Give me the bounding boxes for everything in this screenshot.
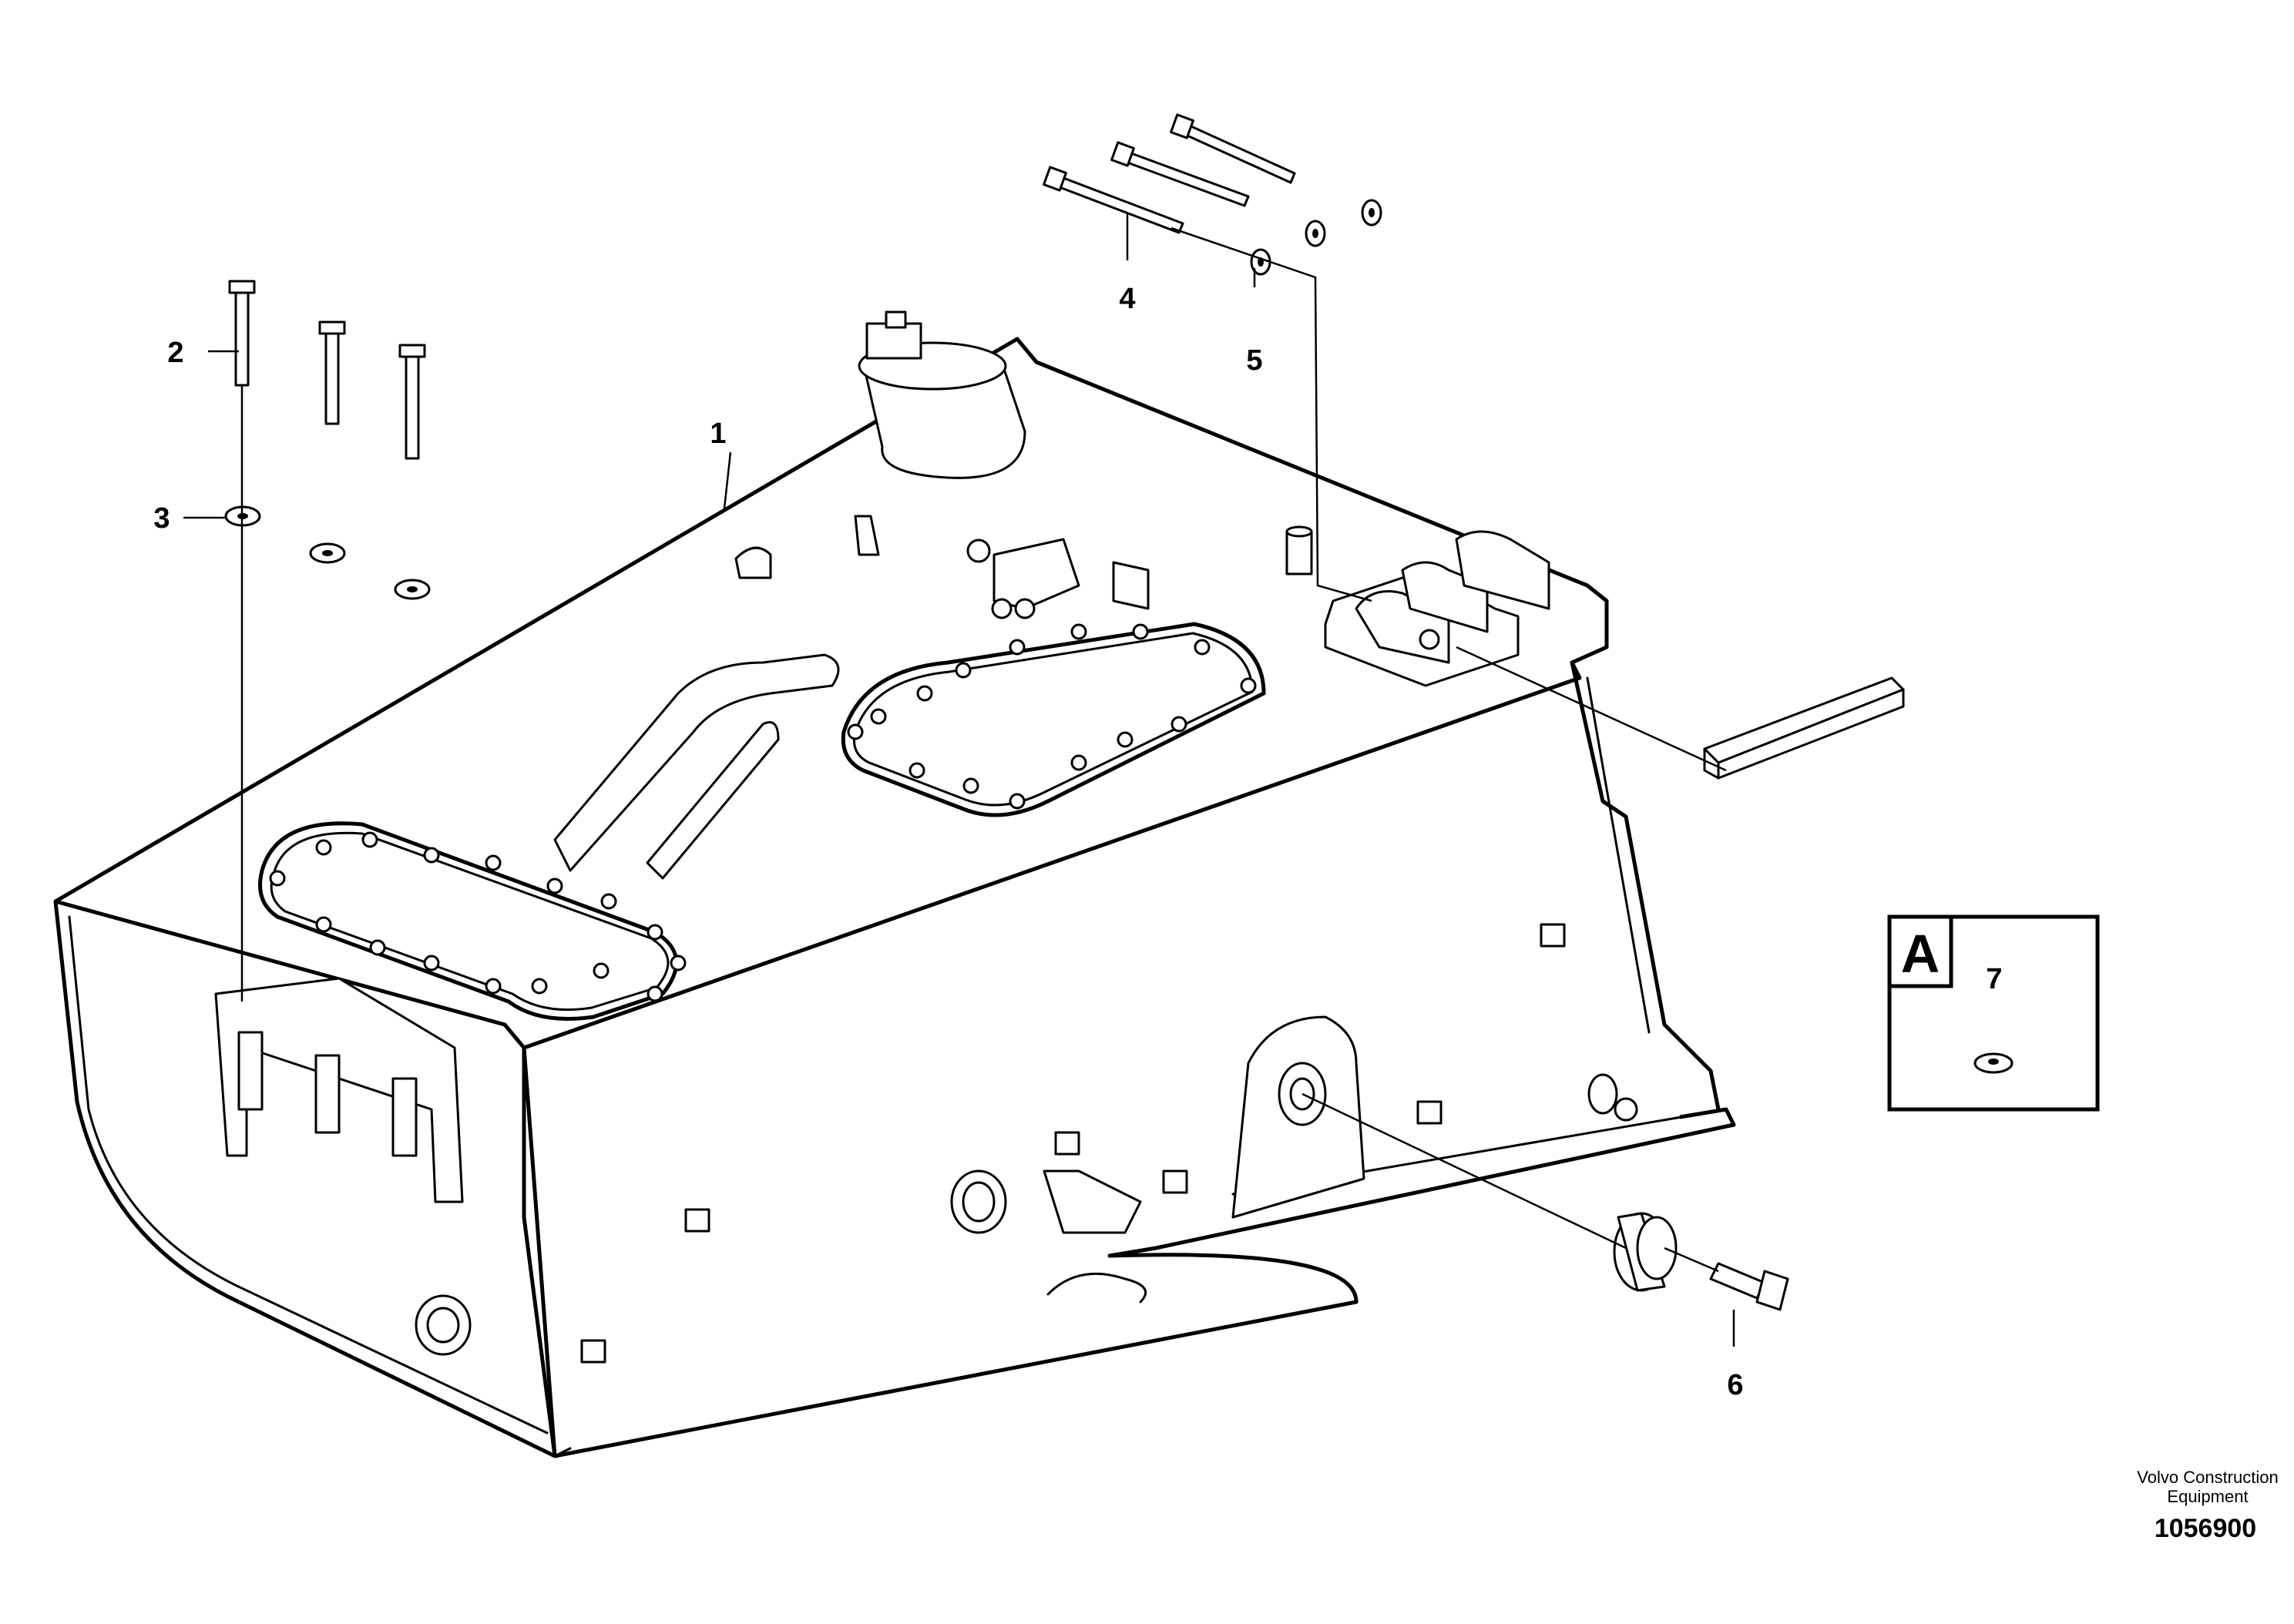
hinge-block <box>1324 530 1550 687</box>
access-cover-left <box>258 821 679 1021</box>
bolt-set-left <box>228 280 426 460</box>
callout-5: 5 <box>1246 344 1262 377</box>
callouts: 1 2 3 4 5 6 <box>153 283 1743 1401</box>
weld-nuts <box>580 923 1566 1364</box>
bolt-set-top <box>1043 113 1296 234</box>
filler-neck <box>858 310 1026 479</box>
credit-line-1: Volvo Construction <box>2137 1468 2278 1487</box>
footer: Volvo Construction Equipment 1056900 <box>2137 1468 2278 1543</box>
drawing-number: 1056900 <box>2155 1514 2256 1543</box>
washer-set-top <box>1250 199 1382 276</box>
top-fittings <box>734 515 1313 619</box>
callout-4: 4 <box>1119 283 1135 315</box>
credit-line-2: Equipment <box>2167 1487 2248 1506</box>
callout-2: 2 <box>167 337 183 369</box>
handle-bracket <box>214 977 464 1203</box>
detail-box-a: A 7 <box>1887 914 2100 1112</box>
callout-3: 3 <box>153 502 170 535</box>
washer-set-left <box>224 505 431 600</box>
tank-body <box>53 337 1736 1458</box>
callout-1: 1 <box>710 418 726 450</box>
mount-pad <box>415 1015 1638 1356</box>
rubber-mount <box>1613 1212 1678 1292</box>
bolt-item-6 <box>1709 1262 1789 1311</box>
mounting-bar <box>1703 676 1905 780</box>
detail-box-letter: A <box>1901 924 1940 984</box>
callout-7: 7 <box>1986 963 2002 995</box>
cover-bolts <box>269 623 1257 1002</box>
baffles <box>553 653 840 880</box>
callout-6: 6 <box>1727 1369 1743 1401</box>
